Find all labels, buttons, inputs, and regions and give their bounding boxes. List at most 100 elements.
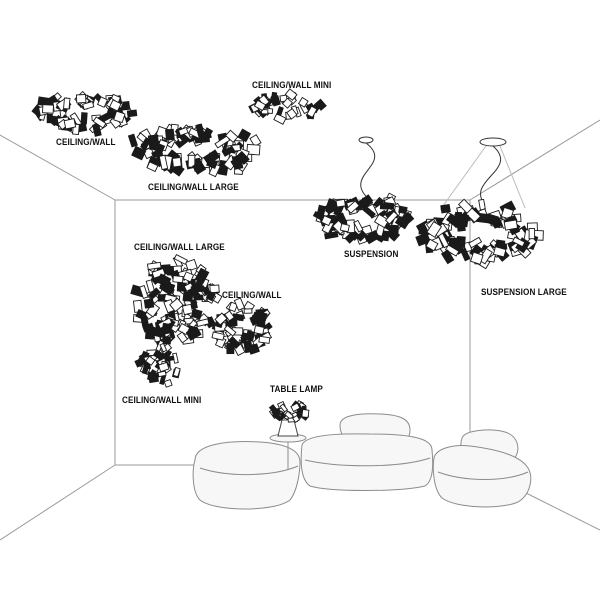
label-ceiling-wall-large: CEILING/WALL LARGE	[148, 182, 239, 193]
leaf-tile	[258, 335, 271, 344]
leaf-tile	[281, 97, 294, 109]
leaf-tile	[96, 96, 109, 108]
suspension-large-support-wire	[499, 145, 526, 209]
leaf-tile	[500, 206, 515, 221]
leaf-tile	[75, 93, 87, 104]
leaf-tile	[157, 361, 170, 373]
lounge-seam	[437, 471, 529, 480]
leaf-tile	[286, 108, 298, 120]
leaf-tile	[147, 134, 160, 151]
leaf-tile	[426, 220, 443, 238]
left-ottoman	[192, 441, 301, 510]
sofa-body	[300, 433, 434, 491]
leaf-tile	[172, 366, 181, 378]
leaf-tile	[226, 343, 235, 355]
leaf-tile	[268, 404, 278, 413]
leaf-tile	[353, 219, 364, 233]
furniture	[192, 413, 532, 510]
floor-right-edge	[519, 489, 600, 531]
leaf-tile	[164, 355, 175, 362]
leaf-tile	[182, 271, 195, 283]
leaf-tile	[113, 110, 126, 124]
leaf-tile	[233, 297, 246, 311]
leaf-tile	[161, 322, 173, 334]
leaf-tile	[142, 322, 155, 333]
leaf-tile	[355, 230, 368, 242]
leaf-tile	[164, 128, 175, 141]
leaf-tile	[108, 99, 122, 112]
leaf-tile	[364, 229, 381, 245]
leaf-tile	[209, 284, 220, 294]
leaf-tile	[425, 238, 439, 252]
leaf-tile	[156, 273, 172, 288]
leaf-tile	[223, 324, 237, 337]
leaf-tile	[42, 104, 54, 114]
leaf-tile	[253, 325, 265, 335]
leaf-tile	[92, 123, 102, 137]
leaf-tile	[240, 332, 249, 344]
leaf-tile	[173, 254, 188, 265]
leaf-tile	[146, 161, 159, 173]
leaf-tile	[190, 285, 205, 293]
leaf-tile	[253, 99, 267, 112]
leaf-tile	[384, 210, 399, 225]
floor-left-edge	[0, 464, 116, 541]
sofa-seam	[304, 457, 431, 467]
leaf-tile	[440, 203, 451, 214]
leaf-tile	[126, 109, 138, 118]
leaf-tile	[346, 200, 360, 214]
leaf-tile	[92, 116, 107, 129]
leaf-tile	[324, 231, 339, 240]
leaf-tile	[206, 157, 219, 170]
leaf-tile	[276, 106, 284, 117]
wall-large-fixture	[130, 254, 223, 346]
leaf-tile	[440, 249, 455, 265]
leaf-tile	[80, 112, 88, 125]
suspension-cable	[360, 142, 376, 201]
leaf-tile	[503, 219, 519, 231]
leaf-tile	[190, 308, 203, 320]
suspension-large-cable	[480, 145, 501, 206]
leaf-tile	[194, 267, 210, 284]
leaf-tile	[63, 97, 71, 110]
leaf-tile	[261, 108, 269, 115]
leaf-tile	[192, 160, 207, 175]
leaf-tile	[148, 374, 159, 384]
room-lines	[0, 119, 600, 541]
leaf-tile	[193, 294, 204, 301]
leaf-tile	[162, 336, 171, 345]
leaf-tile	[249, 313, 263, 326]
label-wall-large: CEILING/WALL LARGE	[134, 242, 225, 253]
ceiling-wall-large-fixture	[127, 123, 262, 178]
leaf-tile	[171, 157, 182, 168]
suspension-fixture	[312, 192, 415, 245]
leaf-tile	[243, 308, 253, 314]
leaf-tile	[141, 362, 150, 375]
leaf-tile	[228, 319, 238, 327]
leaf-tile	[446, 214, 461, 229]
leaf-tile	[190, 298, 198, 310]
leaf-tile	[63, 118, 77, 130]
leaf-tile	[152, 349, 166, 362]
leaf-tile	[246, 143, 261, 156]
leaf-tile	[290, 402, 301, 413]
leaf-tile	[135, 308, 147, 321]
leaf-tile	[279, 403, 289, 413]
leaf-tile	[46, 113, 53, 124]
leaf-tile	[301, 408, 310, 419]
label-table-lamp: TABLE LAMP	[270, 384, 323, 395]
leaf-tile	[528, 228, 536, 240]
leaf-tile	[478, 198, 486, 211]
leaf-tile	[292, 414, 301, 423]
leaf-tile	[249, 134, 262, 148]
leaf-tile	[224, 310, 235, 322]
leaf-tile	[158, 154, 169, 171]
leaf-tile	[163, 378, 173, 388]
leaf-tile	[147, 287, 161, 300]
leaf-tile	[415, 232, 431, 247]
suspension-wires	[358, 136, 526, 211]
leaf-tile	[184, 258, 198, 272]
ceiling-left-edge	[0, 134, 116, 201]
leaf-tile	[172, 275, 184, 284]
